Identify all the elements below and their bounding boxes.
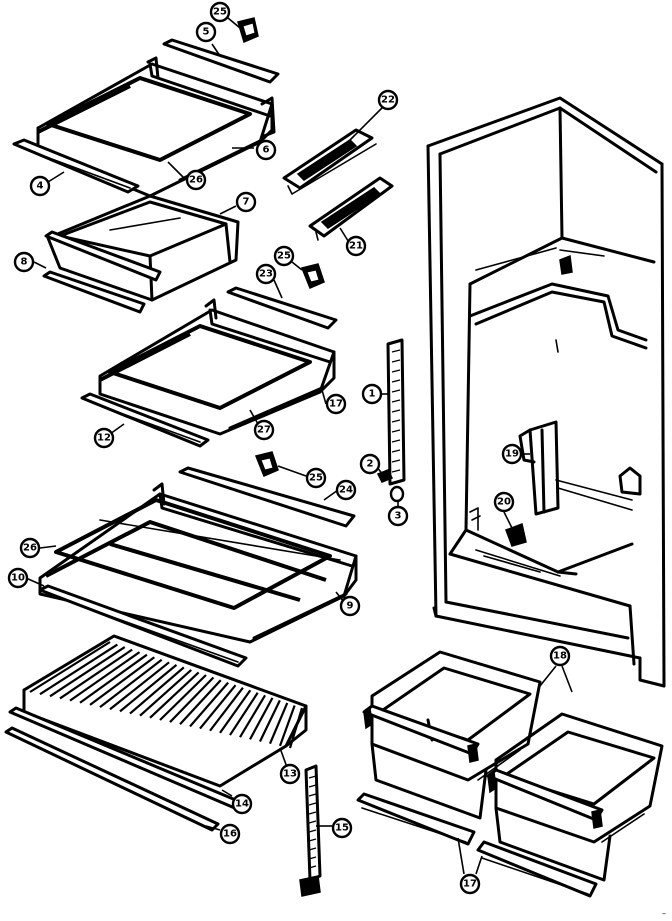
clip-25-top <box>237 17 259 44</box>
svg-text:9: 9 <box>347 601 354 612</box>
callout-2: 2 <box>359 453 381 475</box>
callout-12: 12 <box>93 427 115 449</box>
middle-shelf-frame <box>98 298 336 436</box>
shelf-ladder-1 <box>386 338 406 486</box>
crisper-pan-18-right-handle <box>486 768 604 829</box>
svg-text:1: 1 <box>369 389 376 400</box>
clip-25-lower <box>254 451 279 477</box>
middle-shelf-front-trim-12 <box>80 392 210 448</box>
callout-17-middle-frame: 17 <box>325 393 347 415</box>
svg-text:23: 23 <box>259 269 273 280</box>
svg-text:15: 15 <box>335 823 349 834</box>
svg-text:22: 22 <box>381 95 395 106</box>
callout-21: 21 <box>345 235 367 257</box>
thermostat-knob <box>559 254 573 275</box>
svg-text:19: 19 <box>505 449 519 460</box>
svg-text:17: 17 <box>463 879 477 890</box>
svg-text:21: 21 <box>349 241 363 252</box>
cabinet-liner-ridge <box>468 282 648 350</box>
leader-lines <box>25 17 573 875</box>
crisper-trim-17-left <box>356 792 476 846</box>
callout-3: 3 <box>387 505 409 527</box>
control-bracket-22 <box>282 128 377 195</box>
drawer-cover-trim-8 <box>42 270 146 314</box>
callout-16: 16 <box>219 823 241 845</box>
svg-text:17: 17 <box>329 399 343 410</box>
large-shelf-front-trim-10 <box>38 584 248 668</box>
svg-text:3: 3 <box>395 511 402 522</box>
callout-25-lower-clip: 25 <box>305 467 327 489</box>
shelf-support-15 <box>299 764 322 897</box>
middle-shelf-glass <box>99 324 312 410</box>
svg-text:4: 4 <box>37 181 44 192</box>
callout-9: 9 <box>339 595 361 617</box>
callout-27: 27 <box>253 419 275 441</box>
svg-text:26: 26 <box>23 543 37 554</box>
large-shelf-glass <box>45 498 332 610</box>
svg-text:12: 12 <box>97 433 111 444</box>
svg-text:25: 25 <box>213 7 227 18</box>
svg-text:20: 20 <box>497 497 511 508</box>
crisper-pan-18-left-handle <box>362 704 480 763</box>
top-shelf-side-brackets <box>146 56 276 138</box>
callout-7: 7 <box>235 191 257 213</box>
large-shelf-rear-trim-24 <box>178 466 356 528</box>
wire-shelf-front-rail-16 <box>4 726 220 832</box>
callout-20: 20 <box>493 491 515 513</box>
callout-8: 8 <box>13 251 35 273</box>
svg-text:25: 25 <box>277 251 291 262</box>
callout-25-top-clip: 25 <box>209 1 231 23</box>
svg-text:5: 5 <box>203 27 210 38</box>
wire-shelf-front-rail-14 <box>8 706 252 814</box>
cap-3 <box>389 485 405 503</box>
svg-text:13: 13 <box>283 769 297 780</box>
svg-text:8: 8 <box>21 257 28 268</box>
cabinet-bracket-19 <box>518 420 560 516</box>
crisper-trim-17-right <box>476 840 598 898</box>
top-shelf-glass <box>37 76 252 162</box>
middle-shelf-rear-trim-23 <box>226 286 338 330</box>
callout-17-crisper-trim: 17 <box>459 873 481 895</box>
wire-shelf-13 <box>22 634 308 788</box>
callout-19: 19 <box>501 443 523 465</box>
callout-25-middle-clip: 25 <box>273 245 295 267</box>
svg-text:27: 27 <box>257 425 271 436</box>
svg-text:24: 24 <box>339 485 353 496</box>
refrigerator-cabinet <box>426 96 666 688</box>
callout-26-top-glass: 26 <box>185 169 207 191</box>
corner-mark: – <box>662 909 666 918</box>
callout-4: 4 <box>29 175 51 197</box>
liner-details <box>469 339 642 577</box>
svg-text:10: 10 <box>11 573 25 584</box>
callout-6: 6 <box>255 139 277 161</box>
callout-10: 10 <box>7 567 29 589</box>
callout-26-lower-glass: 26 <box>19 537 41 559</box>
callout-23: 23 <box>255 263 277 285</box>
callout-24: 24 <box>335 479 357 501</box>
svg-text:6: 6 <box>263 145 270 156</box>
large-shelf-frame <box>38 482 358 644</box>
top-shelf-front-trim <box>12 138 140 194</box>
top-shelf-rear-trim <box>162 38 280 84</box>
control-bracket-21 <box>308 176 394 241</box>
svg-text:14: 14 <box>235 799 249 810</box>
svg-text:18: 18 <box>553 651 567 662</box>
svg-text:26: 26 <box>189 175 203 186</box>
callout-18-crisper: 18 <box>549 645 571 667</box>
svg-text:25: 25 <box>309 473 323 484</box>
callout-22: 22 <box>377 89 399 111</box>
callout-14: 14 <box>231 793 253 815</box>
svg-text:7: 7 <box>243 197 250 208</box>
clip-25-middle <box>300 263 325 289</box>
drawer-7-front-handle <box>44 230 162 282</box>
callout-5: 5 <box>195 21 217 43</box>
callout-13: 13 <box>279 763 301 785</box>
callout-15: 15 <box>331 817 353 839</box>
callout-1: 1 <box>361 383 383 405</box>
svg-text:2: 2 <box>367 459 374 470</box>
svg-text:16: 16 <box>223 829 237 840</box>
screw-20 <box>505 522 527 547</box>
crisper-pan-18-right <box>494 712 664 882</box>
